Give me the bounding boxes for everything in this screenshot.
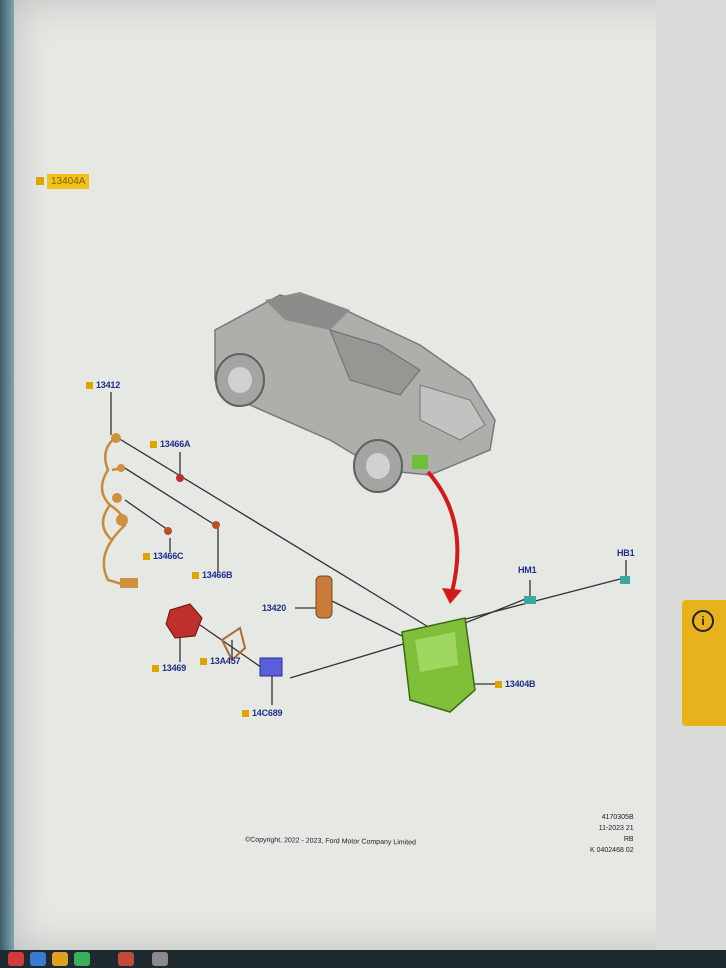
part-13469 xyxy=(165,603,203,639)
reference-block: 4170305B 11-2023 21 RB K 0402468 02 xyxy=(590,812,634,856)
taskbar xyxy=(0,950,726,968)
callout-13469: 13469 xyxy=(152,663,186,673)
wiring-harness xyxy=(100,437,127,587)
part-number-label: 13404A xyxy=(47,174,90,189)
connector-13466c xyxy=(164,527,172,535)
taskbar-app-icon[interactable] xyxy=(52,952,68,966)
callout-13412: 13412 xyxy=(86,380,120,390)
ref-line-1: 4170305B xyxy=(601,814,634,821)
connector-13466b xyxy=(212,521,220,529)
vehicle-illustration xyxy=(214,292,496,493)
connector-13412 xyxy=(111,433,121,443)
taskbar-app-icon[interactable] xyxy=(8,952,24,966)
callout-13420: 13420 xyxy=(262,603,287,613)
callout-13466a: 13466A xyxy=(150,439,191,449)
taskbar-app-icon[interactable] xyxy=(30,952,46,966)
callout-13466c: 13466C xyxy=(143,551,184,561)
callout-14c689: 14C689 xyxy=(242,708,283,718)
connector-hm1 xyxy=(524,596,536,604)
right-side-panel xyxy=(656,0,726,968)
location-arrow xyxy=(426,470,460,593)
ref-line-3: RB xyxy=(623,836,634,843)
callout-13466b: 13466B xyxy=(192,570,233,580)
ref-line-2: 11-2023 21 xyxy=(598,825,634,832)
part-number-tag: 13404A xyxy=(36,174,90,189)
callout-hm1: HM1 xyxy=(518,565,537,575)
connector-13466a xyxy=(176,474,184,482)
taskbar-app-icon[interactable] xyxy=(74,952,90,966)
taskbar-app-icon[interactable] xyxy=(118,952,134,966)
part-13420 xyxy=(315,575,333,619)
callout-13a457: 13A457 xyxy=(200,656,241,666)
leader-lines xyxy=(110,392,627,705)
ref-line-4: K 0402468 02 xyxy=(590,847,634,854)
info-icon: i xyxy=(692,610,714,632)
callout-hb1: HB1 xyxy=(617,548,635,558)
taskbar-app-icon[interactable] xyxy=(152,952,168,966)
callout-13404b: 13404B xyxy=(495,679,536,689)
lamp-location-highlight xyxy=(412,455,428,469)
info-card[interactable]: i xyxy=(682,600,726,726)
part-14c689 xyxy=(259,657,283,677)
part-13a457 xyxy=(220,626,247,662)
connector-hb1 xyxy=(620,576,630,584)
